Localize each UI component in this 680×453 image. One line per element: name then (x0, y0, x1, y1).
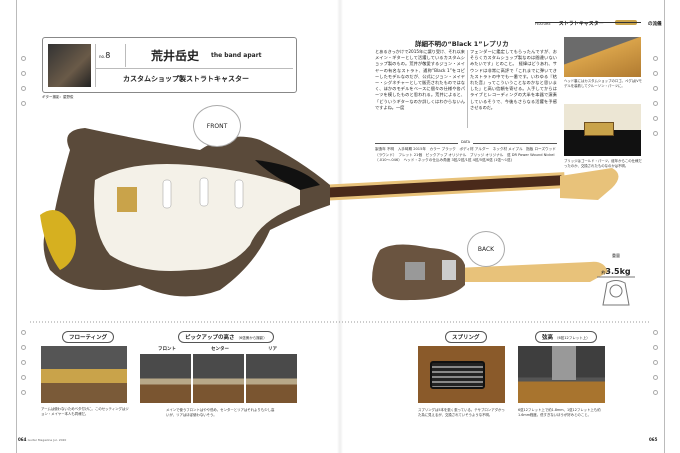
binder-hole (653, 116, 658, 121)
binder-hole (21, 330, 26, 335)
bridge-photo (564, 104, 641, 156)
artist-photo (48, 44, 91, 87)
binder-hole (21, 360, 26, 365)
binder-hole (653, 330, 658, 335)
guitar-subtitle: カスタムショップ製ストラトキャスター (123, 75, 249, 83)
binder-hole (653, 390, 658, 395)
artist-name: 荒井岳史 (151, 49, 200, 63)
binder-hole (653, 86, 658, 91)
binder-hole (21, 101, 26, 106)
binder-hole (21, 86, 26, 91)
binder-hole (21, 375, 26, 380)
floating-caption: アームは使わないためベタ付けに。このセッティングはジョン・メイヤー本人も同様だ。 (41, 407, 129, 416)
left-footer: 064 Guitar Magazine Jul. 2020 (18, 437, 67, 442)
binder-hole (653, 131, 658, 136)
action-caption: 6弦12フレット上で約1.8mm、1弦12フレット上も約1.6mm程度。低すぎな… (518, 408, 601, 417)
binder-hole (653, 345, 658, 350)
article-heading: 詳細不明の“Black 1”レプリカ (415, 40, 509, 48)
feature-header: FEATURE ストラトキャスター の流儀 (535, 20, 662, 27)
article-column-1: とあるきっかけで2015年に譲り受け、それ以来メイン・ギターとして活躍しているカ… (375, 49, 465, 110)
binder-hole (21, 71, 26, 76)
data-label: DATA (458, 140, 474, 144)
article-column-2: フェンダーに鑑定してもらったんですが、おそらくカスタムショップ製なのは間違いない… (470, 49, 557, 110)
pickup-center-photo (193, 354, 244, 403)
right-page-edge (664, 0, 665, 453)
binder-hole (21, 56, 26, 61)
guitar-illustrations (30, 128, 650, 323)
action-title: 弦高（6弦12フレット上） (535, 331, 597, 343)
pickup-height-caption: メインで使うフロントはやや低め。センターとリアはそれよりも少し高いが、リアはほぼ… (166, 408, 275, 417)
right-page-number: 065 (649, 437, 658, 442)
floating-title: フローティング (62, 331, 115, 343)
pickup-height-title: ピックアップの高さ（6弦側から撮影） (178, 331, 274, 343)
pickup-front-photo (140, 354, 191, 403)
binder-hole (653, 56, 658, 61)
artist-header-box: no.8 荒井岳史 the band apart カスタムショップ製ストラトキャ… (42, 37, 297, 93)
left-page-edge (16, 0, 17, 453)
binder-hole (21, 345, 26, 350)
spine (337, 0, 343, 453)
binder-hole (653, 101, 658, 106)
band-name: the band apart (211, 52, 262, 59)
scale-icon (597, 276, 635, 306)
spring-title: スプリング (445, 331, 487, 343)
pickup-front-label: フロント (158, 347, 176, 352)
front-guitar-image (40, 128, 619, 297)
photo-credit: ギター撮影：星野俊 (42, 95, 74, 99)
pickup-rear-photo (246, 354, 297, 403)
headstock-photo (564, 37, 641, 77)
pickup-center-label: センター (211, 347, 229, 352)
back-label: BACK (467, 231, 505, 267)
binder-hole (653, 360, 658, 365)
bridge-caption: ブリッジはゴールド・パーツ。経年からこの仕様だったのか、交換されたものなのかは不… (564, 159, 642, 168)
spring-photo (418, 346, 505, 403)
pickup-rear-label: リア (268, 347, 277, 352)
spring-caption: スプリングは5本を張く張っている。テサブロンアダかった為に見えるが、交換されてい… (418, 408, 505, 417)
floating-photo (41, 346, 127, 403)
entry-number: no.8 (99, 51, 111, 60)
front-label: FRONT (193, 105, 241, 147)
back-guitar-image (372, 244, 608, 301)
binder-hole (21, 390, 26, 395)
action-photo (518, 346, 605, 403)
headstock-caption: ヘッド裏にはカスタムショップのロゴ。ペグはJVモデルを装着してクルーソン・パーツ… (564, 79, 642, 88)
data-specs: 製造年 不明 入手時期 2015年 カラー ブラック ボディ材 アルダー ネック… (375, 147, 556, 162)
binder-hole (653, 71, 658, 76)
binder-hole (653, 375, 658, 380)
weight-readout: 重量 約3.5kg (601, 253, 631, 276)
